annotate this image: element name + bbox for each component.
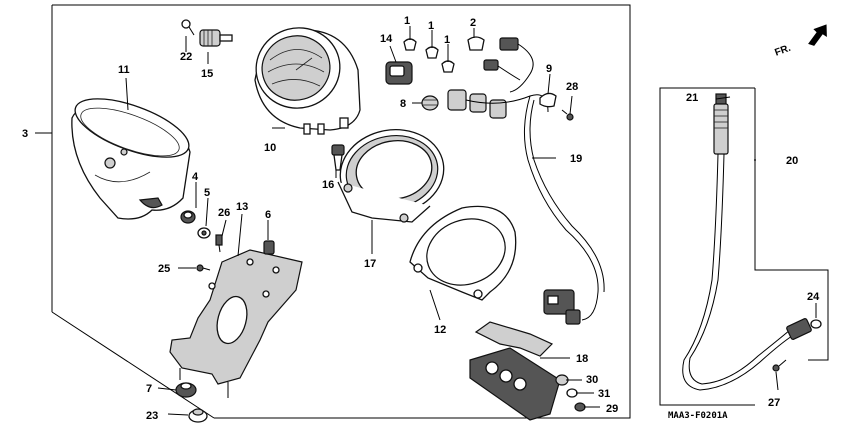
label-19: 19 xyxy=(570,153,582,165)
bulb-part-2 xyxy=(467,36,485,51)
grommet-part-7 xyxy=(175,382,197,398)
label-1c: 1 xyxy=(444,34,450,46)
nut-part-6 xyxy=(263,240,275,255)
bulb-part-1a xyxy=(403,38,417,51)
label-16: 16 xyxy=(322,179,334,191)
socket-cover-part-14 xyxy=(385,61,413,85)
mounting-plate-part-12 xyxy=(409,205,517,301)
label-27: 27 xyxy=(768,397,780,409)
label-6: 6 xyxy=(265,209,271,221)
label-15: 15 xyxy=(201,68,213,80)
label-3: 3 xyxy=(22,128,28,140)
label-26: 26 xyxy=(218,207,230,219)
diagram-code: MAA3-F0201A xyxy=(668,411,728,421)
label-21: 21 xyxy=(686,92,698,104)
part-labels: 1 1 1 2 3 4 5 6 7 8 9 10 11 12 13 14 15 … xyxy=(22,15,820,422)
main-assembly-frame xyxy=(35,4,631,419)
label-24: 24 xyxy=(807,291,820,303)
bolt-part-26 xyxy=(215,234,223,253)
label-22: 22 xyxy=(180,51,192,63)
cable-assembly-frame xyxy=(659,87,829,406)
label-1a: 1 xyxy=(404,15,410,27)
label-25: 25 xyxy=(158,263,170,275)
label-9: 9 xyxy=(546,63,552,75)
nut-part-29 xyxy=(574,402,586,412)
meter-case-part xyxy=(71,98,191,220)
washer-part-24 xyxy=(810,319,822,329)
bulb-part-1c xyxy=(441,60,455,73)
label-29: 29 xyxy=(606,403,618,415)
collar-part-5 xyxy=(197,227,211,239)
label-1b: 1 xyxy=(428,20,434,32)
bulb-part-1b xyxy=(425,46,439,59)
front-direction-arrow-icon xyxy=(808,24,827,46)
leader-lines xyxy=(125,26,817,416)
label-30: 30 xyxy=(586,374,598,386)
speedometer-cable-part-20 xyxy=(682,93,812,391)
label-20: 20 xyxy=(786,155,798,167)
washer-part-31 xyxy=(566,388,578,398)
rubber-mount-part-4 xyxy=(180,210,196,224)
grommet-part-8 xyxy=(421,95,439,111)
label-4: 4 xyxy=(192,171,199,183)
screw-part-28 xyxy=(561,109,574,121)
label-14: 14 xyxy=(380,33,393,45)
label-5: 5 xyxy=(204,187,210,199)
label-23: 23 xyxy=(146,410,158,422)
label-7: 7 xyxy=(146,383,152,395)
label-10: 10 xyxy=(264,142,276,154)
label-13: 13 xyxy=(236,201,248,213)
bolt-part-27 xyxy=(772,359,787,372)
speedometer-unit-part xyxy=(254,27,361,135)
label-28: 28 xyxy=(566,81,578,93)
label-8: 8 xyxy=(400,98,406,110)
label-18: 18 xyxy=(576,353,588,365)
wire-harness-part-19 xyxy=(447,37,605,325)
indicator-bracket-part-18 xyxy=(469,321,561,421)
screw-part-22 xyxy=(181,19,195,36)
collar-part-23 xyxy=(188,408,208,423)
direction-label: FR. xyxy=(773,43,792,59)
label-2: 2 xyxy=(470,17,476,29)
meter-stay-part-13 xyxy=(169,249,303,398)
cable-clamp-part-9 xyxy=(539,92,557,108)
gear-box-part-15 xyxy=(199,29,233,47)
label-12: 12 xyxy=(434,324,446,336)
meter-ring-part-17 xyxy=(337,129,445,223)
label-11: 11 xyxy=(118,64,130,76)
screw-part-25 xyxy=(196,264,211,272)
label-31: 31 xyxy=(598,388,610,400)
label-17: 17 xyxy=(364,258,376,270)
